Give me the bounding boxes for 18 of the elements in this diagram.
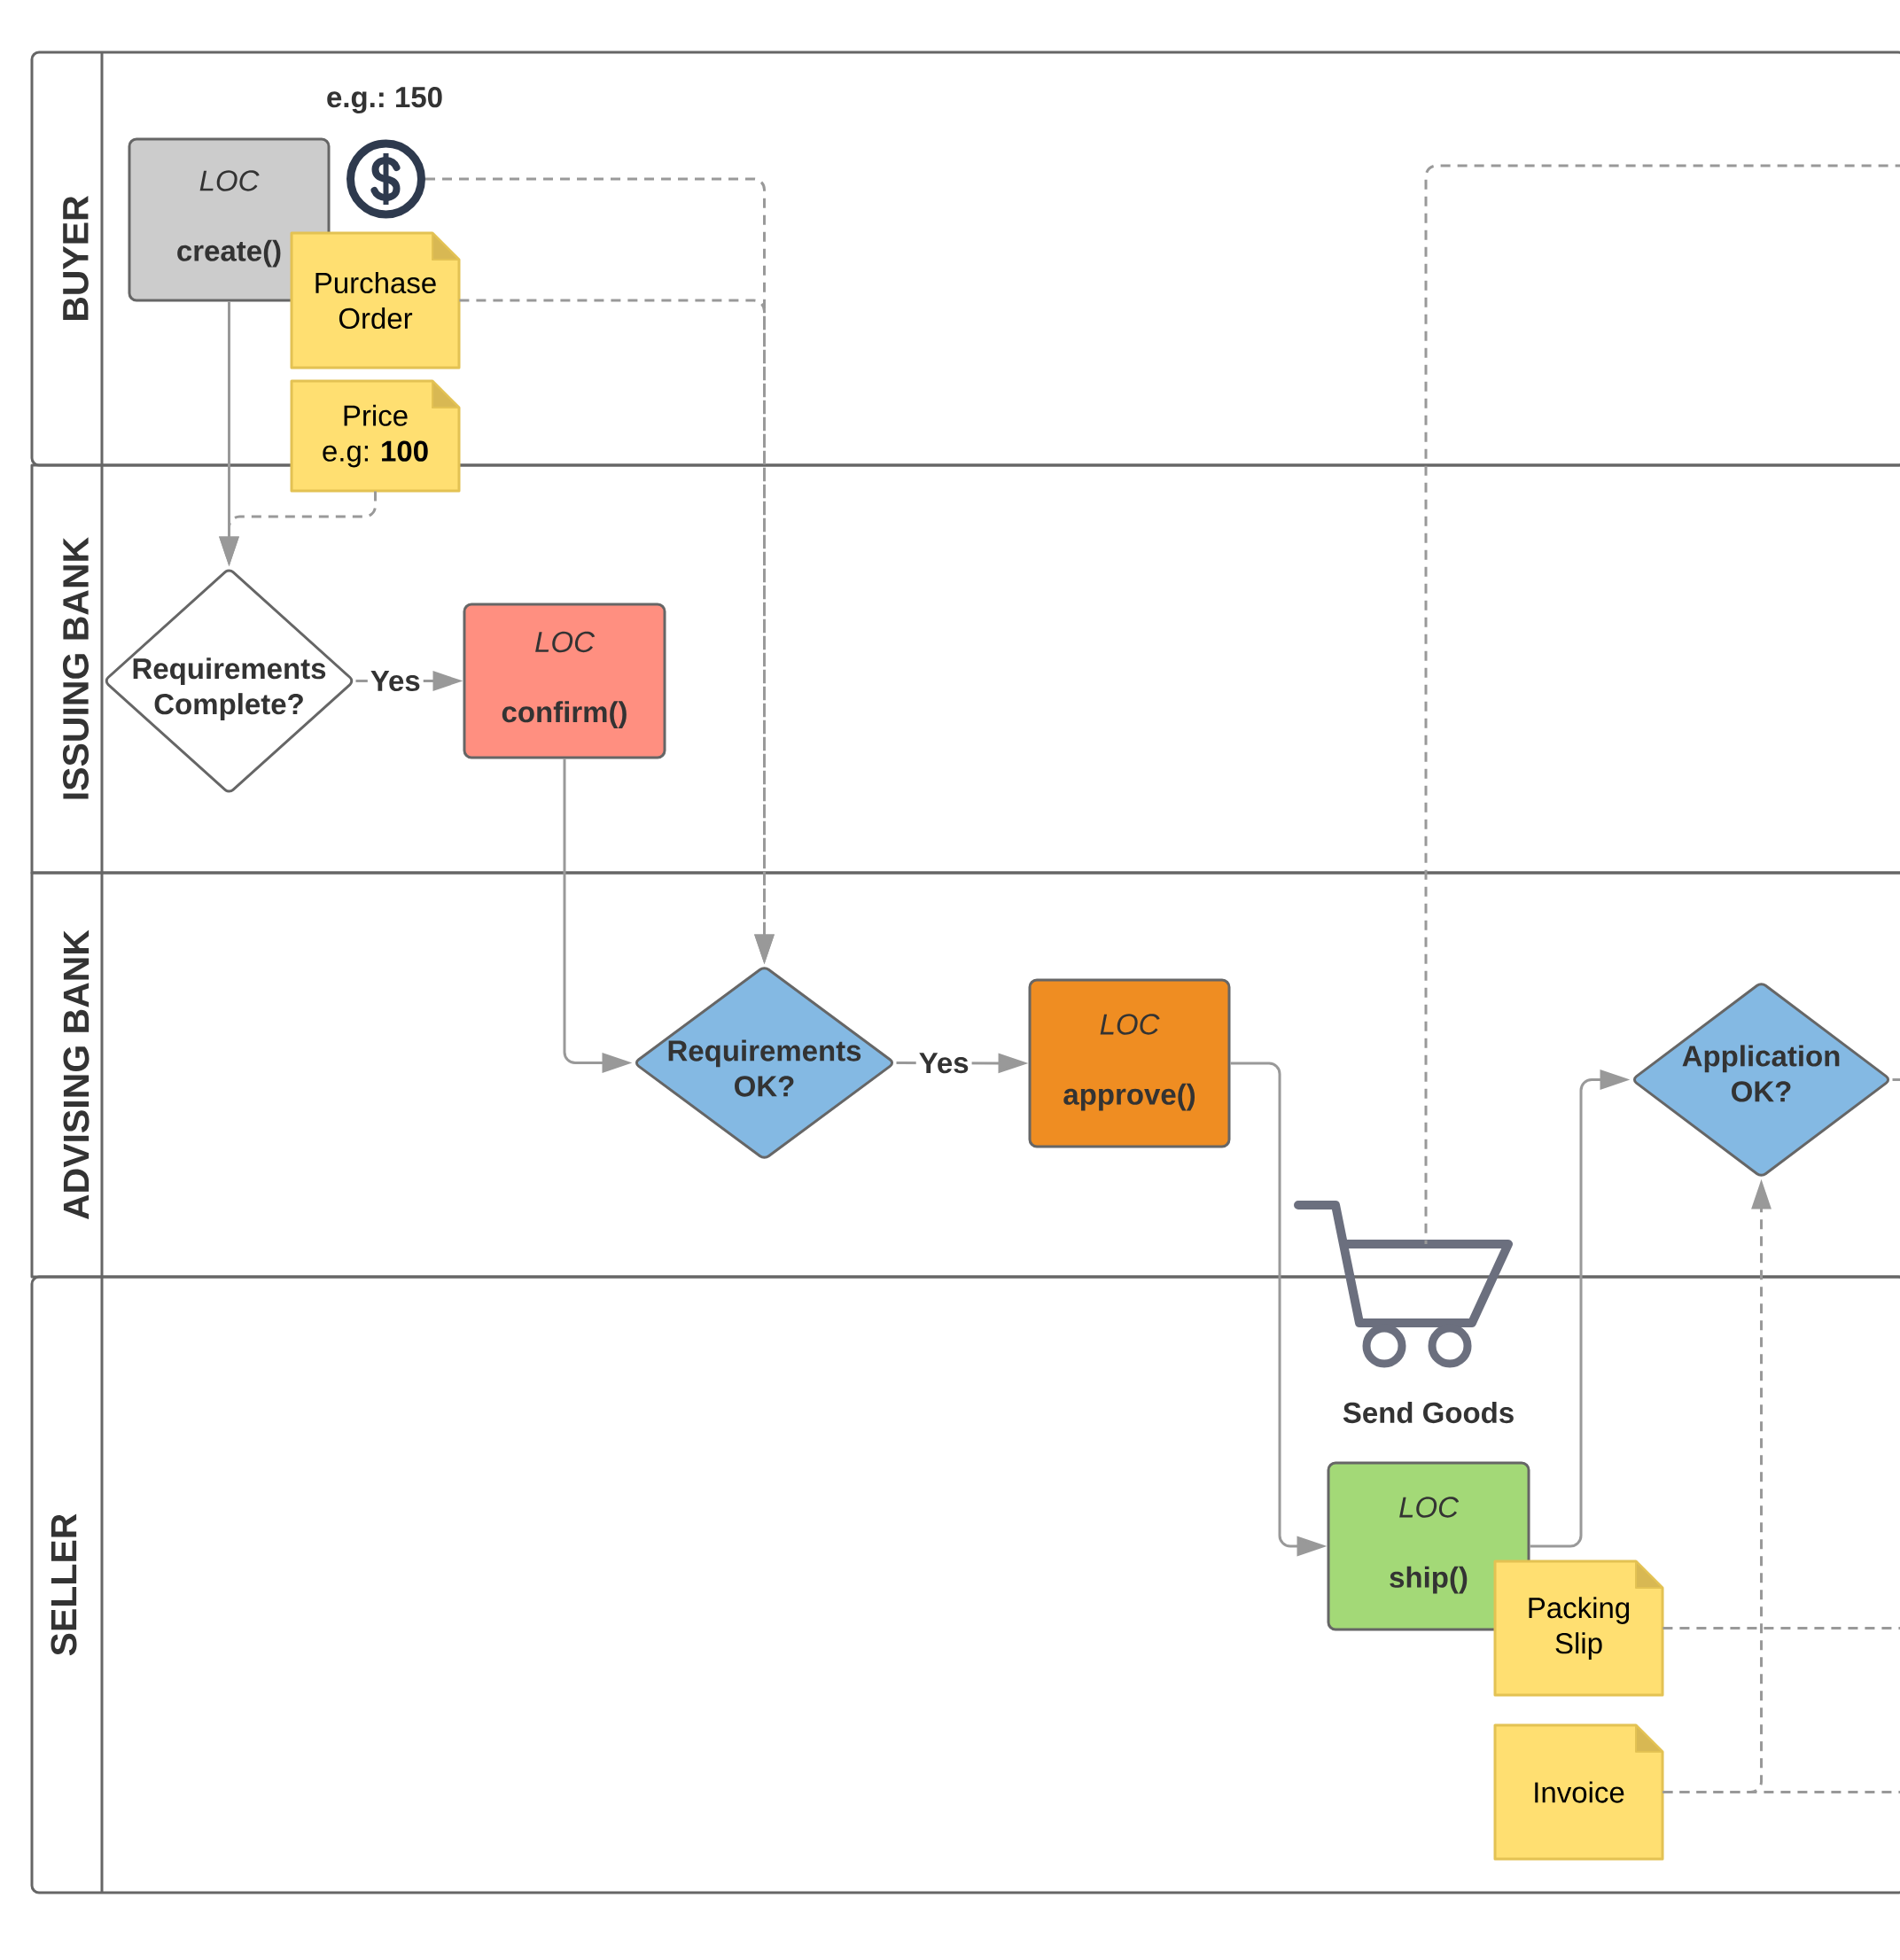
dashed-line: [1662, 1791, 1900, 1794]
lane-title: BUYER: [63, 196, 89, 321]
line: [1892, 1078, 1900, 1081]
lane-title: ISSUING BANK: [63, 537, 89, 799]
lane-title: ADVISING BANK: [63, 929, 90, 1219]
sticky-note: Price e.g: 100: [290, 379, 461, 493]
process-box: LOC confirm(): [463, 603, 666, 759]
edge-label: Yes: [915, 1050, 972, 1077]
dashed-line: [1424, 164, 1900, 1244]
process-box: LOC approve(): [1028, 978, 1231, 1148]
lane-title: SELLER: [51, 1513, 77, 1656]
dashed-line: [1662, 1627, 1900, 1629]
sticky-note: Packing Slip: [1493, 1559, 1664, 1697]
sticky-note: Purchase Order: [290, 231, 461, 369]
icon-label: Send Goods: [1343, 1401, 1514, 1424]
sticky-note: Invoice: [1493, 1723, 1664, 1861]
edge-label: Yes: [367, 668, 424, 695]
icon-label: e.g.: 150: [327, 87, 442, 114]
